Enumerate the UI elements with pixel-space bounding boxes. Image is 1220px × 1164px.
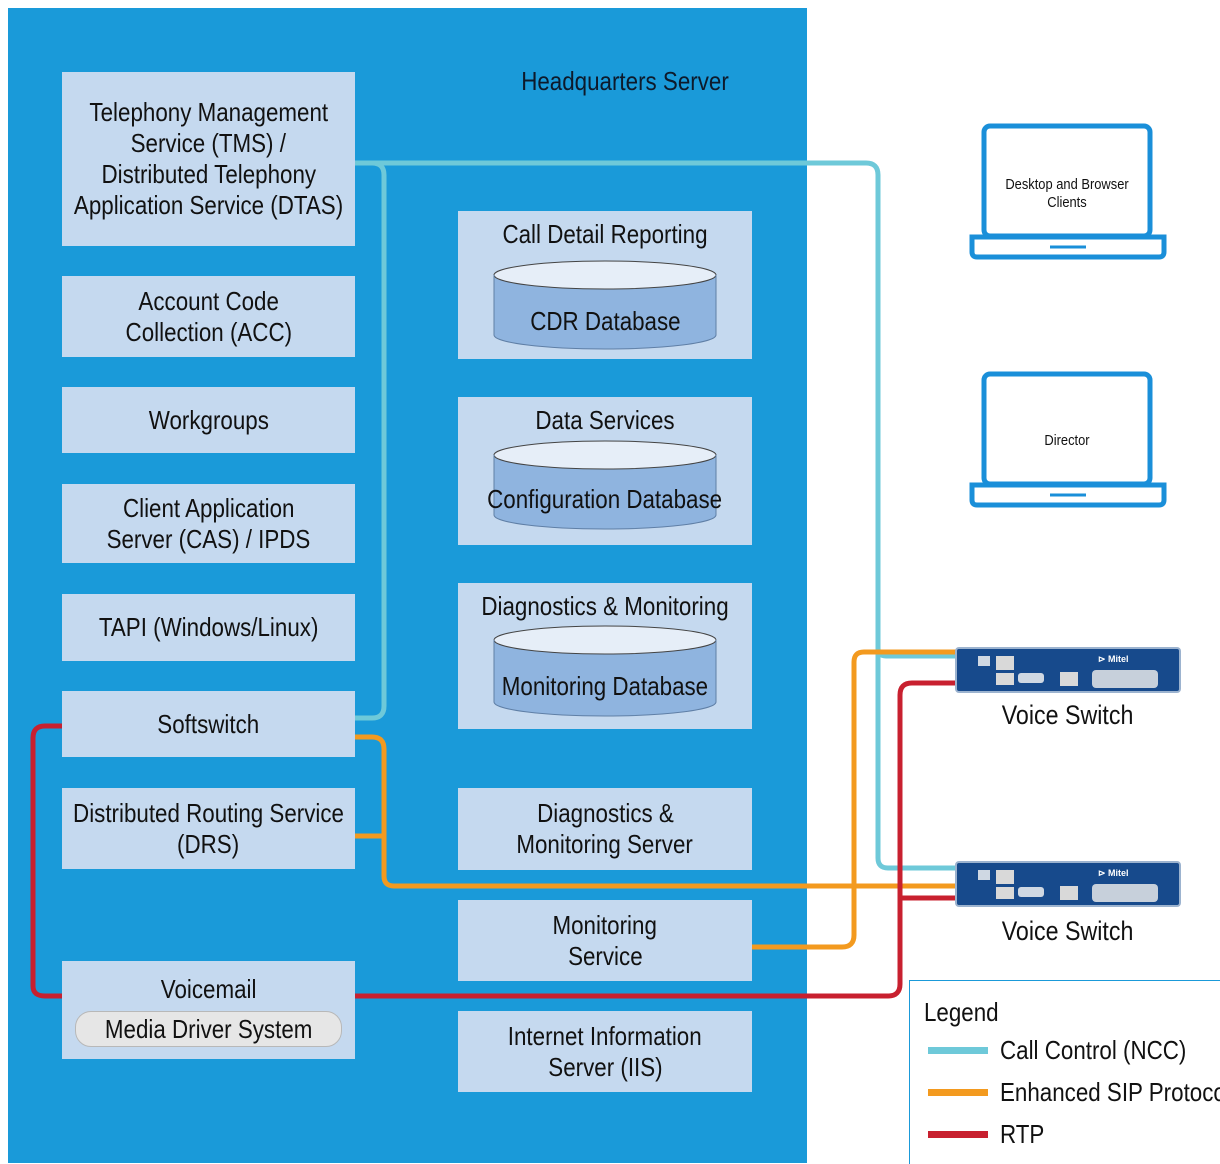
diag-server-box: Diagnostics &Monitoring Server (458, 788, 752, 870)
legend-item-sip: Enhanced SIP Protocol (928, 1077, 1220, 1107)
drs-box: Distributed Routing Service(DRS) (62, 788, 355, 869)
rtp-swatch (928, 1130, 988, 1138)
director-laptop-icon (969, 371, 1167, 508)
voice-switch-1-label: Voice Switch (1002, 700, 1134, 730)
tapi-box: TAPI (Windows/Linux) (62, 594, 355, 661)
legend: Legend Call Control (NCC) Enhanced SIP P… (909, 980, 1220, 1164)
svg-text:⊳ Mitel: ⊳ Mitel (1098, 654, 1129, 664)
configuration-database-icon (493, 440, 717, 530)
sip-lines (355, 649, 958, 950)
configuration-database-label: Configuration Database (487, 484, 723, 514)
voice-switch-1-icon: ⊳ Mitel (955, 647, 1181, 693)
legend-item-rtp: RTP (928, 1119, 1052, 1149)
call-control-lines (355, 160, 958, 871)
monitoring-database-icon (493, 625, 717, 717)
legend-title: Legend (924, 997, 999, 1027)
director-label: Director (1044, 432, 1090, 449)
desktop-client-laptop-icon (969, 123, 1167, 260)
server-title: Headquarters Server (521, 66, 729, 96)
monitoring-database-label: Monitoring Database (501, 671, 709, 701)
voice-switch-2-icon: ⊳ Mitel (955, 861, 1181, 907)
sip-swatch (928, 1088, 988, 1096)
media-driver-pill: Media Driver System (74, 1010, 343, 1047)
voice-switch-2-label: Voice Switch (1002, 916, 1134, 946)
workgroups-box: Workgroups (62, 387, 355, 453)
rtp-lines (30, 680, 958, 999)
cdr-database-label: CDR Database (529, 306, 681, 336)
call-control-swatch (928, 1046, 988, 1054)
legend-item-call-control: Call Control (NCC) (928, 1035, 1217, 1065)
cdr-database-icon (493, 260, 717, 350)
voicemail-box: Voicemail Media Driver System (62, 961, 355, 1059)
softswitch-box: Softswitch (62, 691, 355, 757)
svg-text:⊳ Mitel: ⊳ Mitel (1098, 868, 1129, 878)
